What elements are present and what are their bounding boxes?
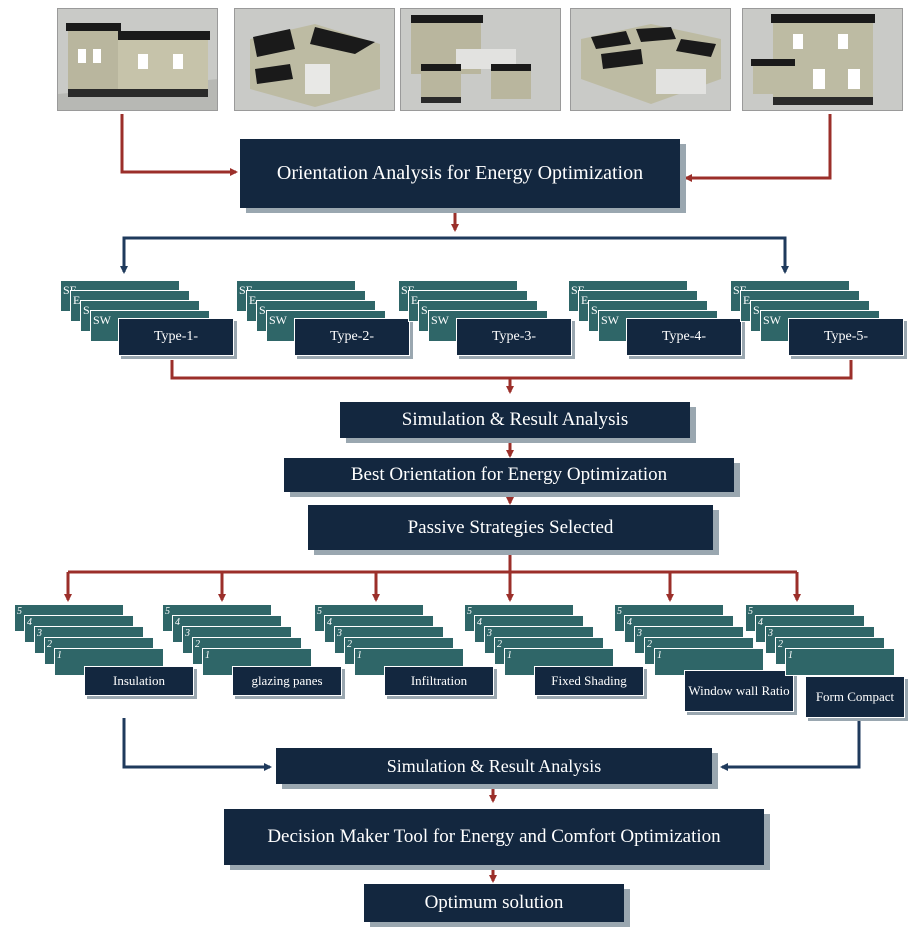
orientation-letter: E	[249, 293, 257, 307]
strategy-card-number: 1	[788, 650, 793, 661]
strategy-card-number: 5	[748, 606, 753, 617]
optimum-solution-label: Optimum solution	[424, 892, 564, 914]
strategy-card-number: 5	[17, 606, 22, 617]
best-orientation-label: Best Orientation for Energy Optimization	[350, 464, 668, 486]
building-model-2	[234, 8, 395, 111]
orientation-letter: SW	[763, 313, 781, 327]
strategy-label: Fixed Shading	[534, 666, 644, 696]
type-label: Type-5-	[788, 318, 904, 356]
strategy-card-number: 2	[47, 639, 52, 650]
strategy-card-number: 1	[357, 650, 362, 661]
strategy-label: Insulation	[84, 666, 194, 696]
strategy-card-number: 2	[647, 639, 652, 650]
strategy-card-number: 1	[507, 650, 512, 661]
strategy-card-number: 5	[467, 606, 472, 617]
strategy-card-number: 5	[165, 606, 170, 617]
strategy-label: Infiltration	[384, 666, 494, 696]
orientation-letter: E	[411, 293, 419, 307]
orientation-letter: S	[83, 303, 90, 317]
strategy-card-number: 2	[778, 639, 783, 650]
decision-maker-box: Decision Maker Tool for Energy and Comfo…	[224, 809, 764, 865]
orientation-letter: S	[591, 303, 598, 317]
orientation-letter: E	[73, 293, 81, 307]
strategy-card-number: 4	[477, 617, 482, 628]
passive-strategies-box: Passive Strategies Selected	[308, 505, 713, 550]
strategy-card-number: 5	[317, 606, 322, 617]
strategy-card-number: 4	[327, 617, 332, 628]
building-model-1	[57, 8, 218, 111]
simulation-label-1: Simulation & Result Analysis	[401, 409, 629, 431]
strategy-label: Form Compact	[805, 676, 905, 718]
strategy-card-number: 3	[37, 628, 42, 639]
orientation-letter: SW	[93, 313, 111, 327]
type-label: Type-2-	[294, 318, 410, 356]
strategy-card-number: 1	[57, 650, 62, 661]
strategy-card-number: 4	[27, 617, 32, 628]
orientation-analysis-label: Orientation Analysis for Energy Optimiza…	[276, 162, 644, 184]
orientation-letter: S	[421, 303, 428, 317]
orientation-letter: E	[743, 293, 751, 307]
strategy-card-number: 2	[347, 639, 352, 650]
best-orientation-box: Best Orientation for Energy Optimization	[284, 458, 734, 492]
simulation-label-2: Simulation & Result Analysis	[386, 755, 602, 776]
orientation-analysis-box: Orientation Analysis for Energy Optimiza…	[240, 139, 680, 208]
building-model-4	[570, 8, 731, 111]
strategy-card-number: 2	[195, 639, 200, 650]
strategy-card-number: 3	[637, 628, 642, 639]
strategy-card-number: 1	[205, 650, 210, 661]
optimum-solution-box: Optimum solution	[364, 884, 624, 922]
strategy-card-number: 1	[657, 650, 662, 661]
strategy-card-number: 2	[497, 639, 502, 650]
building-model-3	[400, 8, 561, 111]
passive-strategies-label: Passive Strategies Selected	[407, 516, 614, 538]
type-label: Type-4-	[626, 318, 742, 356]
orientation-letter: SW	[601, 313, 619, 327]
strategy-card-number: 4	[627, 617, 632, 628]
building-model-5	[742, 8, 903, 111]
orientation-letter: SW	[269, 313, 287, 327]
decision-maker-label: Decision Maker Tool for Energy and Comfo…	[267, 826, 721, 848]
type-label: Type-3-	[456, 318, 572, 356]
strategy-card-number: 3	[768, 628, 773, 639]
strategy-card-number: 3	[185, 628, 190, 639]
strategy-card-number: 5	[617, 606, 622, 617]
strategy-card-number: 3	[487, 628, 492, 639]
orientation-letter: S	[753, 303, 760, 317]
simulation-box-2: Simulation & Result Analysis	[276, 748, 712, 784]
orientation-letter: S	[259, 303, 266, 317]
orientation-letter: SW	[431, 313, 449, 327]
strategy-label: glazing panes	[232, 666, 342, 696]
orientation-letter: E	[581, 293, 589, 307]
simulation-box-1: Simulation & Result Analysis	[340, 402, 690, 438]
strategy-card: 1	[785, 648, 895, 676]
strategy-card-number: 4	[758, 617, 763, 628]
strategy-label: Window wall Ratio	[684, 670, 794, 712]
strategy-card-number: 3	[337, 628, 342, 639]
type-label: Type-1-	[118, 318, 234, 356]
strategy-card-number: 4	[175, 617, 180, 628]
